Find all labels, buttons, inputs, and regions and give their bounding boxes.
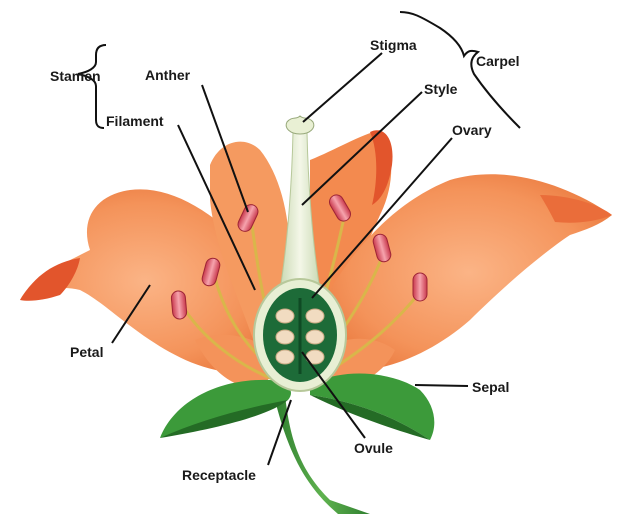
sepal-line [415, 385, 468, 386]
label-petal: Petal [70, 344, 103, 360]
label-anther: Anther [145, 67, 191, 83]
petal-left-tip [20, 258, 80, 301]
stigma [286, 116, 314, 134]
ovary [254, 279, 346, 391]
label-receptacle: Receptacle [182, 467, 256, 483]
stamen-bracket [78, 45, 106, 128]
carpel-bracket [400, 12, 520, 128]
sepal-right [310, 374, 434, 440]
anther-6 [413, 273, 427, 301]
label-stamen: Stamen [50, 68, 101, 84]
label-stigma: Stigma [370, 37, 417, 53]
label-style: Style [424, 81, 458, 97]
label-ovary: Ovary [452, 122, 492, 138]
label-carpel: Carpel [476, 53, 520, 69]
stigma-line [303, 53, 382, 122]
label-ovule: Ovule [354, 440, 393, 456]
label-sepal: Sepal [472, 379, 509, 395]
anther-3 [171, 290, 187, 319]
label-filament: Filament [106, 113, 164, 129]
